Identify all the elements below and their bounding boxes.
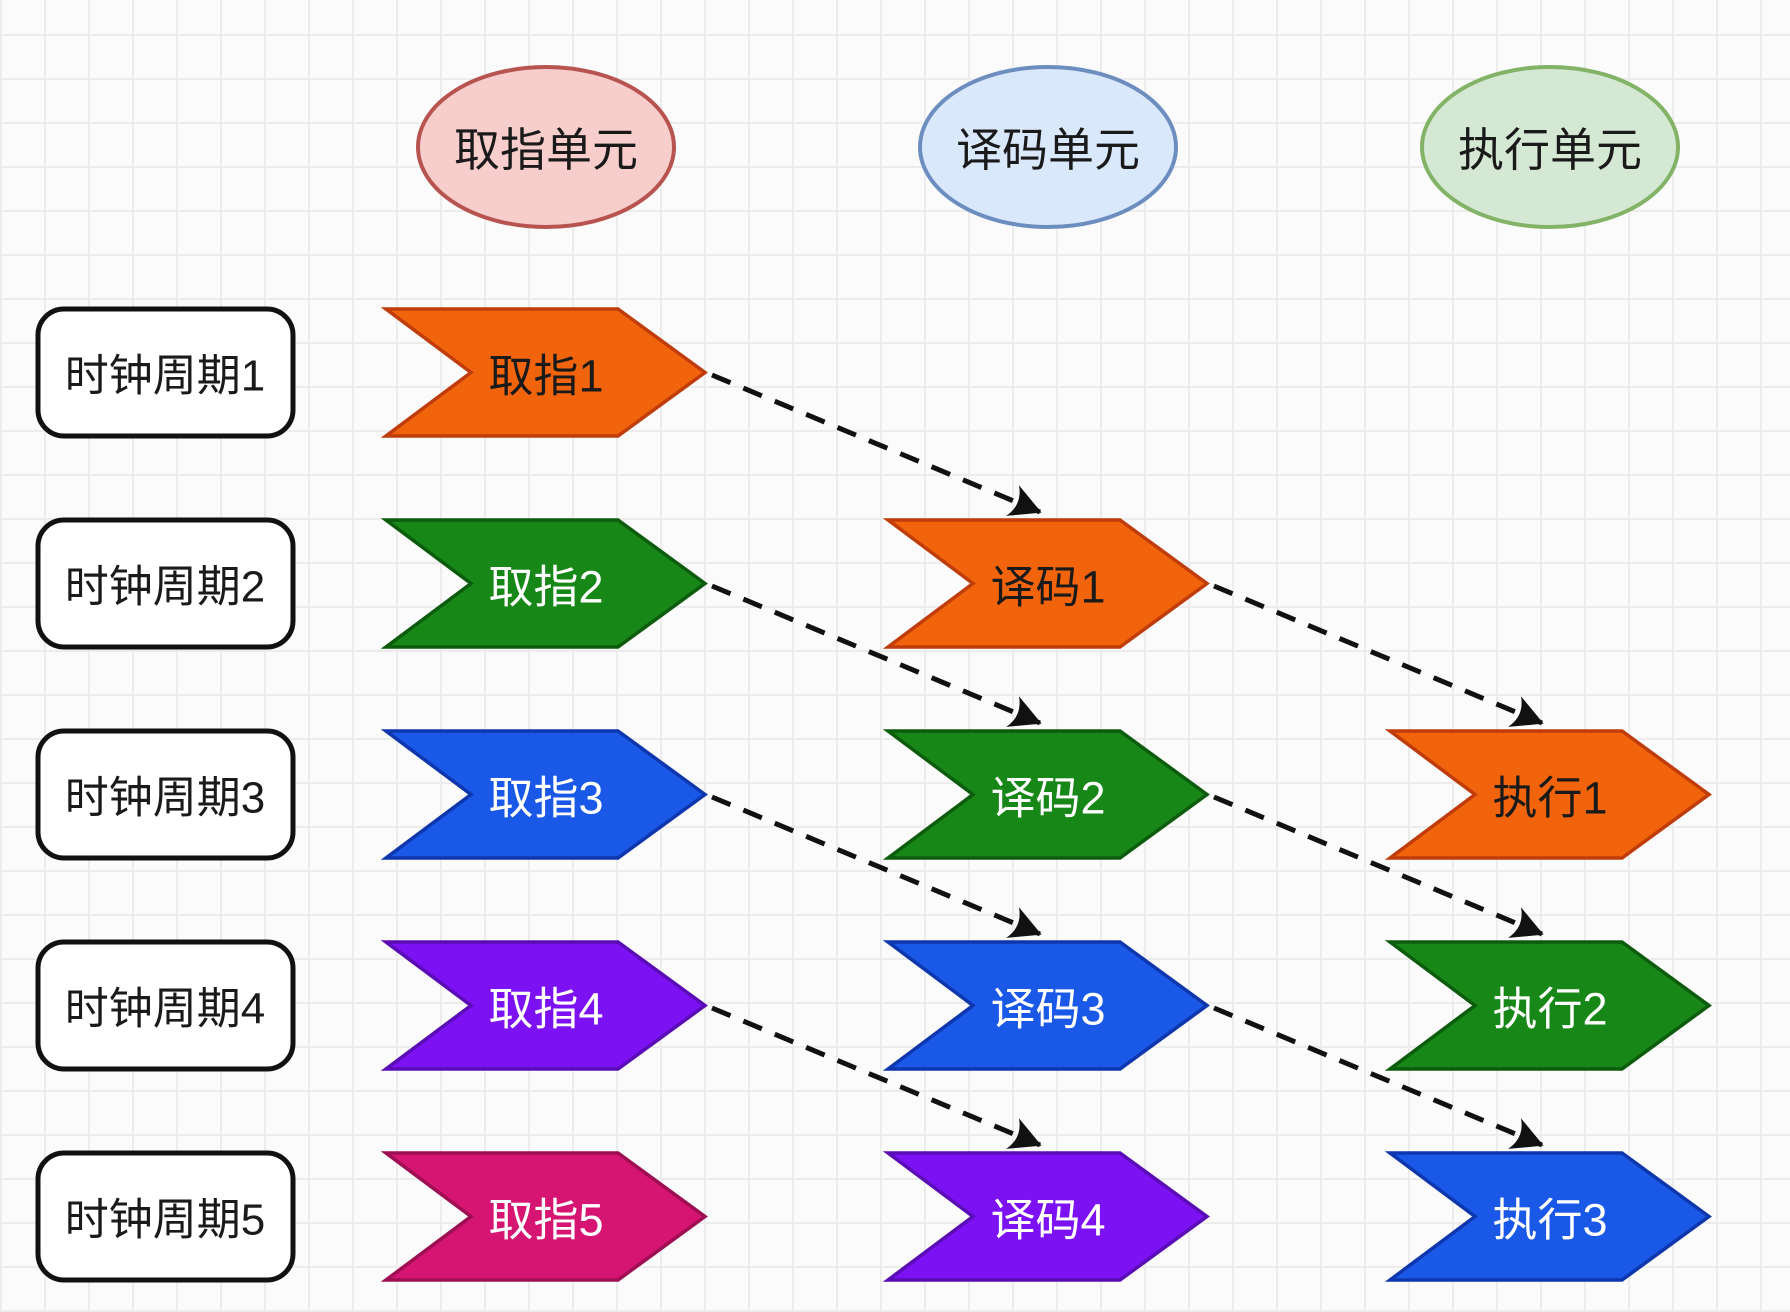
stage-decode-2: 译码2 <box>882 729 1210 860</box>
stage-label-fetch-5: 取指5 <box>488 1195 603 1246</box>
stage-chevron-execute-3 <box>1384 1151 1712 1282</box>
unit-ellipse-fetch <box>416 65 676 229</box>
unit-node-fetch: 取指单元 <box>416 65 676 229</box>
stage-label-fetch-3: 取指3 <box>488 773 603 824</box>
cycle-label-5: 时钟周期5 <box>65 1196 265 1245</box>
stage-chevron-fetch-2 <box>380 518 708 649</box>
stage-chevron-decode-4 <box>882 1151 1210 1282</box>
stage-label-execute-3: 执行3 <box>1492 1195 1607 1246</box>
cycle-rect-4 <box>35 939 296 1072</box>
cycle-box-3: 时钟周期3 <box>35 728 296 861</box>
unit-label-fetch: 取指单元 <box>454 124 638 176</box>
cycle-box-2: 时钟周期2 <box>35 517 296 650</box>
stage-label-fetch-4: 取指4 <box>488 984 603 1035</box>
stage-label-fetch-2: 取指2 <box>488 562 603 613</box>
stage-chevron-decode-2 <box>882 729 1210 860</box>
dependency-arrow-fetch3-decode3 <box>711 794 1042 938</box>
stage-chevron-decode-1 <box>882 518 1210 649</box>
stage-fetch-3: 取指3 <box>380 729 708 860</box>
stage-chevron-fetch-5 <box>380 1151 708 1282</box>
cycle-rect-2 <box>35 517 296 650</box>
stage-chevron-execute-2 <box>1384 940 1712 1071</box>
stage-fetch-5: 取指5 <box>380 1151 708 1282</box>
stage-fetch-2: 取指2 <box>380 518 708 649</box>
unit-label-decode: 译码单元 <box>956 124 1140 176</box>
unit-node-decode: 译码单元 <box>918 65 1178 229</box>
cycle-box-5: 时钟周期5 <box>35 1150 296 1283</box>
stage-label-decode-4: 译码4 <box>990 1195 1105 1246</box>
stage-label-decode-2: 译码2 <box>990 773 1105 824</box>
stage-label-execute-2: 执行2 <box>1492 984 1607 1035</box>
cycle-box-4: 时钟周期4 <box>35 939 296 1072</box>
stage-fetch-4: 取指4 <box>380 940 708 1071</box>
stage-decode-3: 译码3 <box>882 940 1210 1071</box>
cycle-rect-3 <box>35 728 296 861</box>
stage-chevron-execute-1 <box>1384 729 1712 860</box>
stage-fetch-1: 取指1 <box>380 307 708 438</box>
cycle-label-2: 时钟周期2 <box>65 563 265 612</box>
stage-decode-1: 译码1 <box>882 518 1210 649</box>
stage-execute-2: 执行2 <box>1384 940 1712 1071</box>
dependency-arrow-decode2-execute2 <box>1213 794 1544 938</box>
cycle-rect-5 <box>35 1150 296 1283</box>
unit-ellipse-execute <box>1420 65 1680 229</box>
stage-label-decode-1: 译码1 <box>990 562 1105 613</box>
unit-ellipse-decode <box>918 65 1178 229</box>
dependency-arrow-fetch1-decode1 <box>711 372 1042 516</box>
dependency-arrows <box>711 372 1544 1149</box>
cycle-rect-1 <box>35 306 296 439</box>
unit-label-execute: 执行单元 <box>1458 124 1642 176</box>
stage-label-fetch-1: 取指1 <box>488 351 603 402</box>
cycle-label-4: 时钟周期4 <box>65 985 265 1034</box>
cycle-label-1: 时钟周期1 <box>65 352 265 401</box>
cycle-label-3: 时钟周期3 <box>65 774 265 823</box>
stage-execute-1: 执行1 <box>1384 729 1712 860</box>
cycle-box-1: 时钟周期1 <box>35 306 296 439</box>
dependency-arrow-fetch2-decode2 <box>711 583 1042 727</box>
stage-chevron-fetch-1 <box>380 307 708 438</box>
stage-decode-4: 译码4 <box>882 1151 1210 1282</box>
stage-chevron-fetch-4 <box>380 940 708 1071</box>
stage-label-execute-1: 执行1 <box>1492 773 1607 824</box>
dependency-arrow-fetch4-decode4 <box>711 1005 1042 1149</box>
stage-chevron-decode-3 <box>882 940 1210 1071</box>
stage-execute-3: 执行3 <box>1384 1151 1712 1282</box>
stage-label-decode-3: 译码3 <box>990 984 1105 1035</box>
unit-node-execute: 执行单元 <box>1420 65 1680 229</box>
stage-chevron-fetch-3 <box>380 729 708 860</box>
dependency-arrow-decode1-execute1 <box>1213 583 1544 727</box>
dependency-arrow-decode3-execute3 <box>1213 1005 1544 1149</box>
